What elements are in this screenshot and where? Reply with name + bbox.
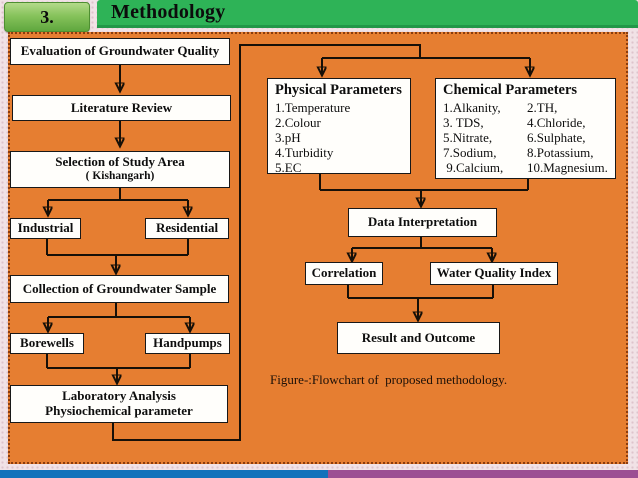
slide-number: 3. — [40, 6, 54, 27]
chemical-parameter-item: 8.Potassium, — [527, 145, 594, 161]
chemical-parameter-item: 9.Calcium, — [443, 160, 504, 176]
physical-parameter-item: 3.pH — [275, 130, 301, 146]
slide-title-bar: Methodology — [97, 0, 638, 28]
box-label: Collection of Groundwater Sample — [22, 280, 217, 296]
footer-bar-purple — [328, 470, 638, 478]
slide-title: Methodology — [111, 1, 226, 23]
chemical-parameter-item: 3. TDS, — [443, 115, 484, 131]
flowchart-box-borewells: Borewells — [10, 333, 84, 354]
figure-caption: Figure-:Flowchart of proposed methodolog… — [270, 372, 508, 387]
box-label: Laboratory Analysis — [62, 388, 176, 404]
box-label: Data Interpretation — [367, 214, 478, 230]
flowchart-box-correlation: Correlation — [305, 262, 383, 285]
chemical-parameter-row: 3. TDS, 4.Chloride, — [443, 115, 608, 130]
chemical-parameter-item: 1.Alkanity, — [443, 100, 501, 115]
box-label: Literature Review — [70, 99, 173, 115]
chemical-parameter-item: 6.Sulphate, — [527, 130, 586, 146]
chemical-parameter-item: 2.TH, — [527, 100, 558, 115]
box-label: Handpumps — [153, 335, 222, 351]
flowchart-box-collection: Collection of Groundwater Sample — [10, 275, 229, 303]
chemical-parameter-row: 1.Alkanity, 2.TH, — [443, 100, 608, 115]
box-label: Industrial — [17, 220, 74, 236]
box-sublabel: ( Kishangarh) — [85, 170, 155, 183]
box-label: Result and Outcome — [361, 329, 476, 345]
chemical-parameter-row: 9.Calcium, 10.Magnesium. — [443, 160, 608, 175]
physical-parameter-item: 2.Colour — [275, 115, 321, 131]
chemical-parameter-row: 5.Nitrate, 6.Sulphate, — [443, 130, 608, 145]
flowchart-box-data-interpretation: Data Interpretation — [348, 208, 497, 237]
box-label: Borewells — [20, 335, 74, 351]
chemical-parameter-item: 4.Chloride, — [527, 115, 586, 131]
flowchart-box-result-outcome: Result and Outcome — [337, 322, 500, 354]
flowchart-box-water-quality-index: Water Quality Index — [430, 262, 558, 285]
box-sublabel: Physiochemical parameter — [45, 403, 193, 418]
physical-parameters-title: Physical Parameters — [275, 82, 402, 98]
flowchart-box-laboratory-analysis: Laboratory Analysis Physiochemical param… — [10, 385, 228, 423]
slide-number-badge: 3. — [4, 2, 90, 32]
box-label: Selection of Study Area — [55, 154, 185, 170]
chemical-parameter-item: 7.Sodium, — [443, 145, 497, 161]
footer-bar-blue — [0, 470, 328, 478]
flowchart-box-residential: Residential — [145, 218, 229, 239]
flowchart-box-literature-review: Literature Review — [12, 95, 231, 121]
flowchart-box-chemical-parameters: Chemical Parameters 1.Alkanity, 2.TH, 3.… — [435, 78, 616, 179]
flowchart-box-evaluation: Evaluation of Groundwater Quality — [10, 38, 230, 65]
box-label: Water Quality Index — [436, 265, 552, 281]
physical-parameter-item: 1.Temperature — [275, 100, 351, 115]
chemical-parameter-row: 7.Sodium, 8.Potassium, — [443, 145, 608, 160]
flowchart-box-physical-parameters: Physical Parameters 1.Temperature 2.Colo… — [267, 78, 411, 176]
flowchart-box-industrial: Industrial — [10, 218, 81, 239]
chemical-parameters-title: Chemical Parameters — [443, 82, 578, 98]
flowchart-box-study-area: Selection of Study Area ( Kishangarh) — [10, 151, 230, 188]
chemical-parameter-item: 10.Magnesium. — [527, 160, 608, 176]
physical-parameter-item: 4.Turbidity — [275, 145, 334, 161]
chemical-parameter-item: 5.Nitrate, — [443, 130, 493, 146]
physical-parameter-item: 5.EC — [275, 160, 302, 176]
box-label: Evaluation of Groundwater Quality — [20, 43, 220, 59]
box-label: Residential — [155, 220, 219, 236]
flowchart-box-handpumps: Handpumps — [145, 333, 230, 354]
box-label: Correlation — [311, 265, 377, 281]
